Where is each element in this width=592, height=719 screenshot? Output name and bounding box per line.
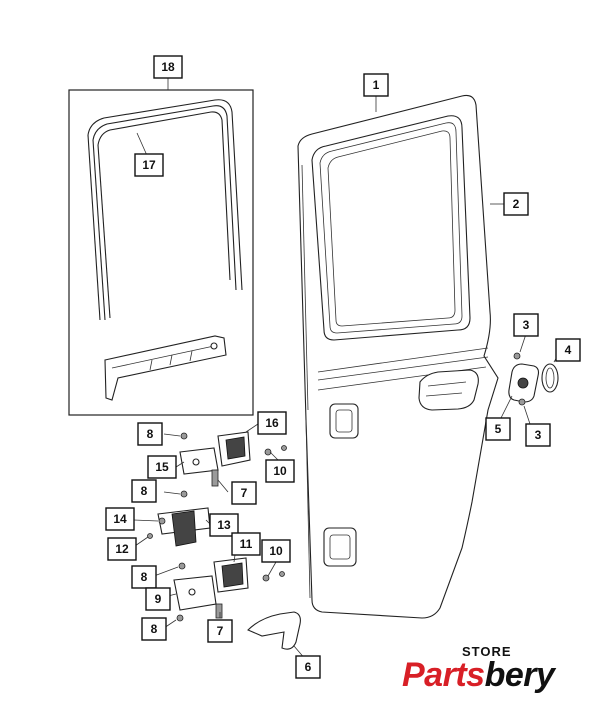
callout-8-a: 8 <box>137 422 163 446</box>
check-strap <box>247 611 301 650</box>
callout-5-label: 5 <box>495 422 502 436</box>
callout-18-label: 18 <box>161 60 175 74</box>
callout-8-c: 8 <box>131 565 157 589</box>
callout-2-label: 2 <box>513 197 520 211</box>
callout-8-c-label: 8 <box>141 570 148 584</box>
callout-17-label: 17 <box>142 158 156 172</box>
callout-9: 9 <box>145 587 171 611</box>
callout-3-lower: 3 <box>525 423 551 447</box>
callout-7-lower-label: 7 <box>217 624 224 638</box>
striker-assembly <box>508 352 559 406</box>
logo-name: Partsbery <box>402 656 555 695</box>
callout-4-label: 4 <box>565 343 572 357</box>
callout-6-label: 6 <box>305 660 312 674</box>
callout-1: 1 <box>363 73 389 97</box>
callout-17: 17 <box>134 153 164 177</box>
callout-8-a-label: 8 <box>147 427 154 441</box>
callout-8-d: 8 <box>141 617 167 641</box>
callout-14-label: 14 <box>113 512 127 526</box>
upper-hinge <box>179 431 251 487</box>
logo-name-red: Parts <box>402 656 485 694</box>
callout-13-label: 13 <box>217 518 231 532</box>
glass-run-channel <box>87 99 243 401</box>
callout-15: 15 <box>147 455 177 479</box>
callout-8-d-label: 8 <box>151 622 158 636</box>
door-check <box>147 507 211 547</box>
callout-3-lower-label: 3 <box>535 428 542 442</box>
callout-18: 18 <box>153 55 183 79</box>
callout-13: 13 <box>209 513 239 537</box>
callout-4: 4 <box>555 338 581 362</box>
partsbery-logo: STORE Partsbery <box>398 638 578 704</box>
callout-10-upper: 10 <box>265 459 295 483</box>
callout-9-label: 9 <box>155 592 162 606</box>
callout-12-label: 12 <box>115 542 129 556</box>
callout-8-b-label: 8 <box>141 484 148 498</box>
callout-2: 2 <box>503 192 529 216</box>
callout-10-lower-label: 10 <box>269 544 283 558</box>
callout-7-upper: 7 <box>231 481 257 505</box>
callout-11: 11 <box>231 532 261 556</box>
inset-frame <box>68 89 254 416</box>
callout-6: 6 <box>295 655 321 679</box>
callout-5: 5 <box>485 417 511 441</box>
callout-14: 14 <box>105 507 135 531</box>
callout-8-b: 8 <box>131 479 157 503</box>
logo-store-text: STORE <box>462 644 512 659</box>
callout-10-lower: 10 <box>261 539 291 563</box>
door-shell <box>297 94 499 619</box>
callout-3-upper: 3 <box>513 313 539 337</box>
callout-16-label: 16 <box>265 416 279 430</box>
callout-7-lower: 7 <box>207 619 233 643</box>
logo-name-black: bery <box>484 656 555 694</box>
lower-hinge <box>173 557 249 619</box>
callout-15-label: 15 <box>155 460 169 474</box>
callout-3-upper-label: 3 <box>523 318 530 332</box>
callout-11-label: 11 <box>240 537 253 551</box>
bolts <box>176 432 287 622</box>
callout-7-upper-label: 7 <box>241 486 248 500</box>
callout-10-upper-label: 10 <box>273 464 287 478</box>
callout-1-label: 1 <box>373 78 380 92</box>
callout-16: 16 <box>257 411 287 435</box>
callout-12: 12 <box>107 537 137 561</box>
